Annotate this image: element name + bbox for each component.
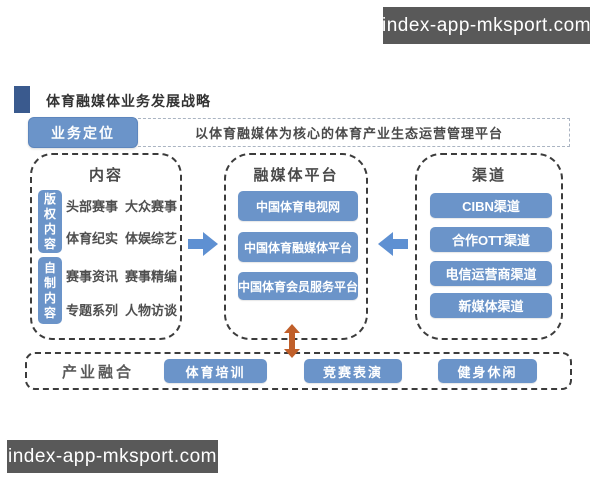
industry-item: 健身休闲 (438, 359, 537, 383)
content-item: 赛事资讯 (66, 269, 119, 284)
copyright-content-vertical-label: 版权内容 (38, 190, 62, 253)
content-row: 专题系列 人物访谈 (66, 300, 177, 319)
platform-item: 中国体育电视网 (238, 191, 358, 221)
content-item: 头部赛事 (66, 199, 119, 214)
channel-box: 渠道 CIBN渠道 合作OTT渠道 电信运营商渠道 新媒体渠道 (415, 153, 563, 340)
arrow-left-icon (378, 232, 408, 256)
content-item: 赛事精编 (124, 269, 177, 284)
double-arrow-vertical-icon (284, 324, 300, 358)
platform-item: 中国体育融媒体平台 (238, 232, 358, 262)
industry-box: 产业融合 体育培训 竞赛表演 健身休闲 (25, 352, 572, 390)
business-positioning-label: 业务定位 (28, 117, 138, 148)
industry-item: 竞赛表演 (304, 359, 402, 383)
content-item: 大众赛事 (124, 199, 177, 214)
arrow-right-icon (188, 232, 218, 256)
content-row: 体育纪实 体娱综艺 (66, 228, 177, 247)
positioning-statement: 以体育融媒体为核心的体育产业生态运营管理平台 (128, 118, 570, 147)
industry-box-label: 产业融合 (62, 363, 135, 381)
content-row: 赛事资讯 赛事精编 (66, 266, 177, 285)
watermark-top-text: index-app-mksport.com (381, 14, 592, 36)
watermark-top-bar: index-app-mksport.com (381, 7, 592, 44)
content-box-title: 内容 (88, 167, 123, 184)
channel-item: 新媒体渠道 (430, 293, 552, 318)
channel-item: CIBN渠道 (430, 193, 552, 218)
content-row: 头部赛事 大众赛事 (66, 196, 177, 215)
content-item: 体娱综艺 (124, 231, 177, 246)
positioning-statement-text: 以体育融媒体为核心的体育产业生态运营管理平台 (194, 126, 503, 141)
platform-box: 融媒体平台 中国体育电视网 中国体育融媒体平台 中国体育会员服务平台 (224, 153, 368, 340)
self-made-content-vertical-label: 自制内容 (38, 257, 62, 324)
platform-box-title: 融媒体平台 (253, 167, 339, 184)
industry-item: 体育培训 (164, 359, 267, 383)
content-box: 内容 版权内容 自制内容 头部赛事 大众赛事 体育纪实 体娱综艺 赛事资讯 赛事… (30, 153, 182, 340)
watermark-bottom-text: index-app-mksport.com (7, 445, 218, 467)
title-bullet-square (14, 86, 30, 113)
content-item: 专题系列 (66, 303, 119, 318)
content-item: 人物访谈 (124, 303, 177, 318)
watermark-bottom-bar: index-app-mksport.com (7, 440, 218, 473)
channel-item: 电信运营商渠道 (430, 261, 552, 286)
platform-item: 中国体育会员服务平台 (238, 272, 358, 300)
channel-box-title: 渠道 (471, 167, 506, 184)
content-item: 体育纪实 (66, 231, 119, 246)
page-title: 体育融媒体业务发展战略 (46, 93, 211, 109)
channel-item: 合作OTT渠道 (430, 227, 552, 252)
